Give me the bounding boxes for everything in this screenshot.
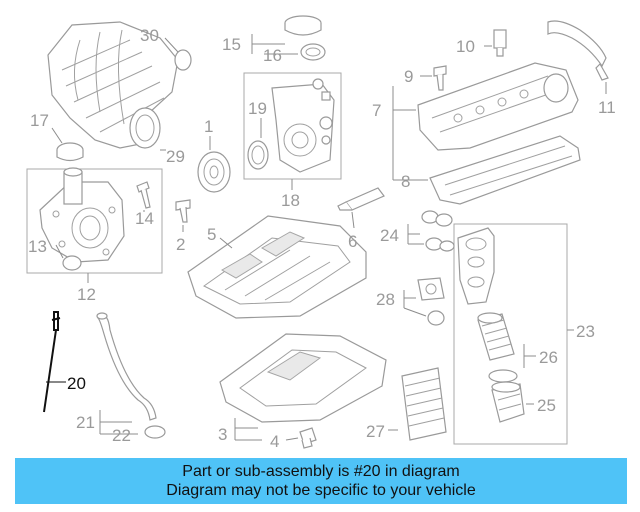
callout-17: 17 xyxy=(30,111,49,130)
group-box-23 xyxy=(453,223,568,445)
callout-21: 21 xyxy=(76,413,95,432)
callout-10: 10 xyxy=(456,37,475,56)
sensor-10 xyxy=(493,29,507,57)
callout-6: 6 xyxy=(348,232,357,251)
oil-cooler-27 xyxy=(401,367,447,441)
bolt-9 xyxy=(433,65,447,91)
callout-22: 22 xyxy=(112,426,131,445)
callout-16: 16 xyxy=(263,46,282,65)
front-cover xyxy=(39,167,125,263)
banner-part-line: Part or sub-assembly is #20 in diagram xyxy=(182,463,460,480)
seal-13 xyxy=(62,255,82,271)
info-banner: Part or sub-assembly is #20 in diagram D… xyxy=(15,458,627,504)
callout-8: 8 xyxy=(401,172,410,191)
oil-filter-cap-25 xyxy=(491,381,525,423)
callout-25: 25 xyxy=(537,396,556,415)
callout-14: 14 xyxy=(135,209,154,228)
valve-cover xyxy=(417,62,579,151)
gaskets-28 xyxy=(417,277,445,326)
callout-26: 26 xyxy=(539,348,558,367)
oil-pan-upper xyxy=(187,215,367,319)
callout-23: 23 xyxy=(576,322,595,341)
oil-filler-cap xyxy=(284,15,326,61)
oil-filter-oring xyxy=(488,369,518,383)
banner-disclaimer-line: Diagram may not be specific to your vehi… xyxy=(166,482,476,499)
pcv-hose-11 xyxy=(547,20,609,81)
valve-cover-gasket xyxy=(429,135,581,205)
callout-3: 3 xyxy=(218,425,227,444)
callout-13: 13 xyxy=(28,237,47,256)
seals-24 xyxy=(421,210,455,252)
drain-plug-4 xyxy=(299,427,317,449)
seal-22 xyxy=(144,425,166,439)
oil-pan-lower xyxy=(219,333,387,423)
sealant-6 xyxy=(337,187,385,211)
dipstick-tube-21 xyxy=(96,312,157,421)
callout-11: 11 xyxy=(598,98,616,117)
callout-18: 18 xyxy=(281,191,300,210)
callout-30: 30 xyxy=(140,26,159,45)
timing-cover xyxy=(271,78,335,173)
callout-1: 1 xyxy=(204,117,213,136)
oil-filter-element xyxy=(477,312,515,361)
callout-20: 20 xyxy=(67,374,86,393)
callout-28: 28 xyxy=(376,290,395,309)
seal-30 xyxy=(174,49,192,71)
callout-27: 27 xyxy=(366,422,385,441)
callout-4: 4 xyxy=(270,432,279,451)
dipstick-20 xyxy=(43,311,61,413)
callout-19: 19 xyxy=(248,99,267,118)
callout-9: 9 xyxy=(404,67,413,86)
crankshaft-pulley xyxy=(197,151,231,193)
bolt-2 xyxy=(175,199,191,223)
oil-filter-housing xyxy=(457,227,495,305)
intake-manifold xyxy=(47,21,179,149)
callout-24: 24 xyxy=(380,226,399,245)
group-box-12 xyxy=(26,168,163,274)
callout-5: 5 xyxy=(207,225,216,244)
callout-7: 7 xyxy=(372,101,381,120)
callout-12: 12 xyxy=(77,285,96,304)
bolt-14 xyxy=(136,181,151,209)
callout-15: 15 xyxy=(222,35,241,54)
callout-29: 29 xyxy=(166,147,185,166)
callout-2: 2 xyxy=(176,235,185,254)
seal-19 xyxy=(247,140,269,170)
